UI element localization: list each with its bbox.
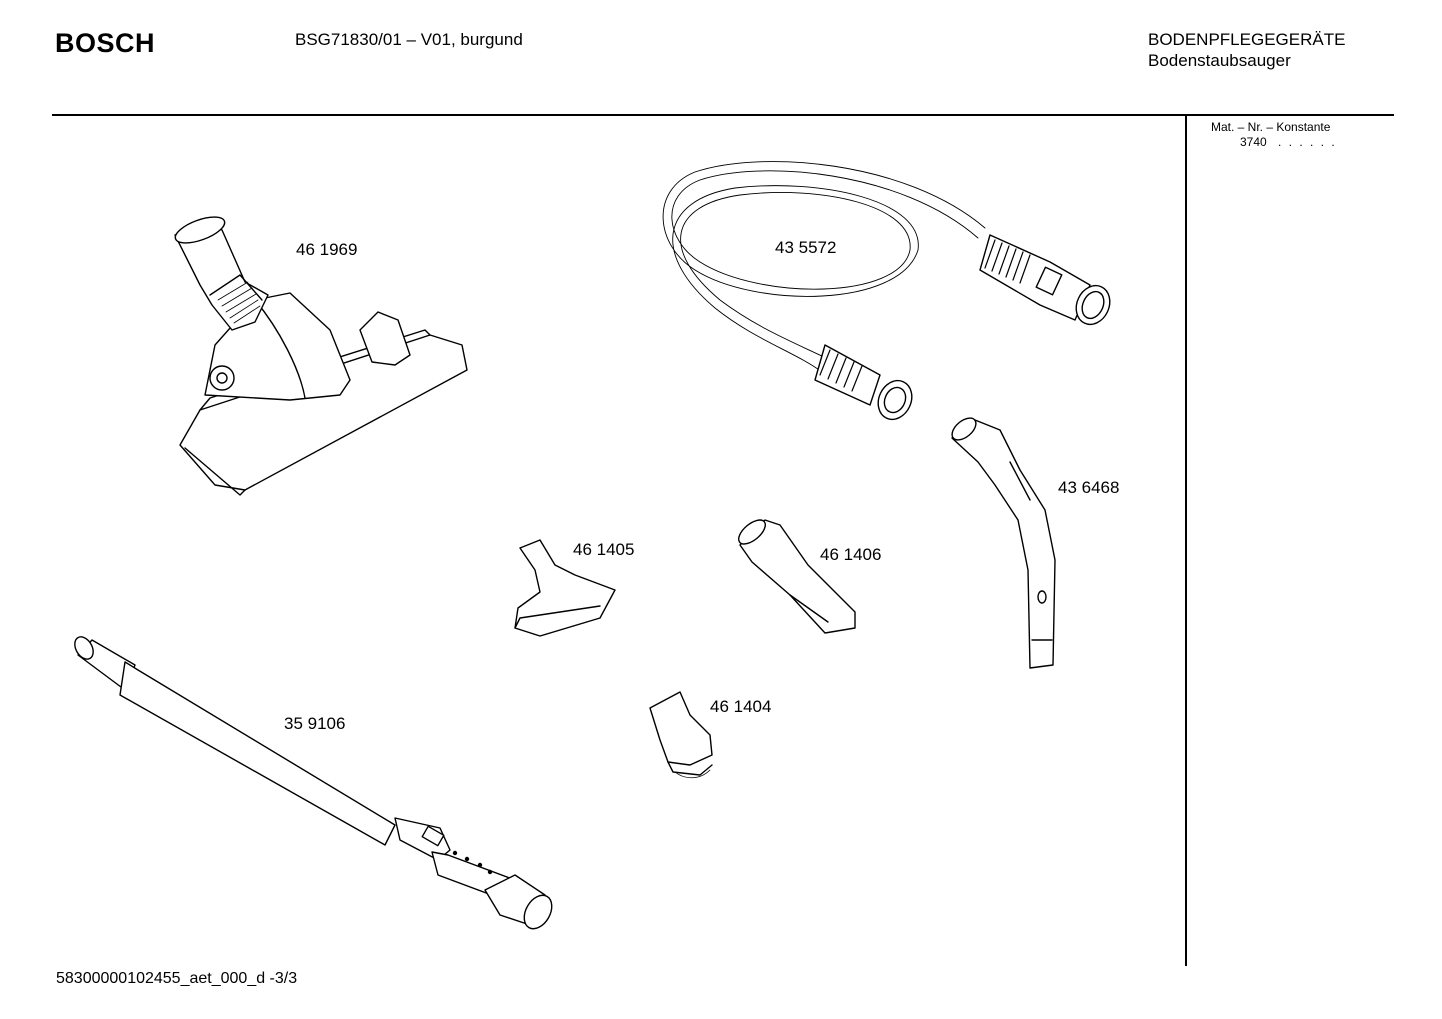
- part-number-floor-nozzle: 46 1969: [296, 240, 358, 259]
- upholstery-nozzle-icon[interactable]: [515, 540, 615, 636]
- crevice-nozzle-icon[interactable]: [735, 516, 855, 633]
- part-number-hose-handle: 43 6468: [1058, 478, 1120, 497]
- small-nozzle-icon[interactable]: [650, 692, 712, 778]
- hose-handle-icon[interactable]: [948, 414, 1055, 668]
- material-number-value: 3740: [1240, 135, 1267, 149]
- document-id: 58300000102455_aet_000_d -3/3: [56, 970, 298, 987]
- telescopic-tube-icon[interactable]: [71, 634, 557, 934]
- header-divider: [52, 114, 1394, 116]
- model-designation: BSG71830/01 – V01, burgund: [295, 30, 523, 49]
- part-number-upholstery-nozzle: 46 1405: [573, 540, 635, 559]
- category-title: BODENPFLEGEGERÄTE: [1148, 30, 1346, 49]
- category-subtitle: Bodenstaubsauger: [1148, 51, 1291, 70]
- side-panel-divider: [1185, 116, 1187, 966]
- part-number-small-nozzle: 46 1404: [710, 697, 772, 716]
- material-number-heading: Mat. – Nr. – Konstante: [1211, 120, 1331, 134]
- floor-nozzle-icon[interactable]: [172, 212, 467, 495]
- suction-hose-icon[interactable]: [663, 162, 1116, 425]
- part-number-suction-hose: 43 5572: [775, 238, 837, 257]
- part-number-crevice-nozzle: 46 1406: [820, 545, 882, 564]
- brand-logo: BOSCH: [55, 28, 156, 58]
- material-number-dots: . . . . . .: [1278, 135, 1337, 149]
- part-number-telescopic-tube: 35 9106: [284, 714, 346, 733]
